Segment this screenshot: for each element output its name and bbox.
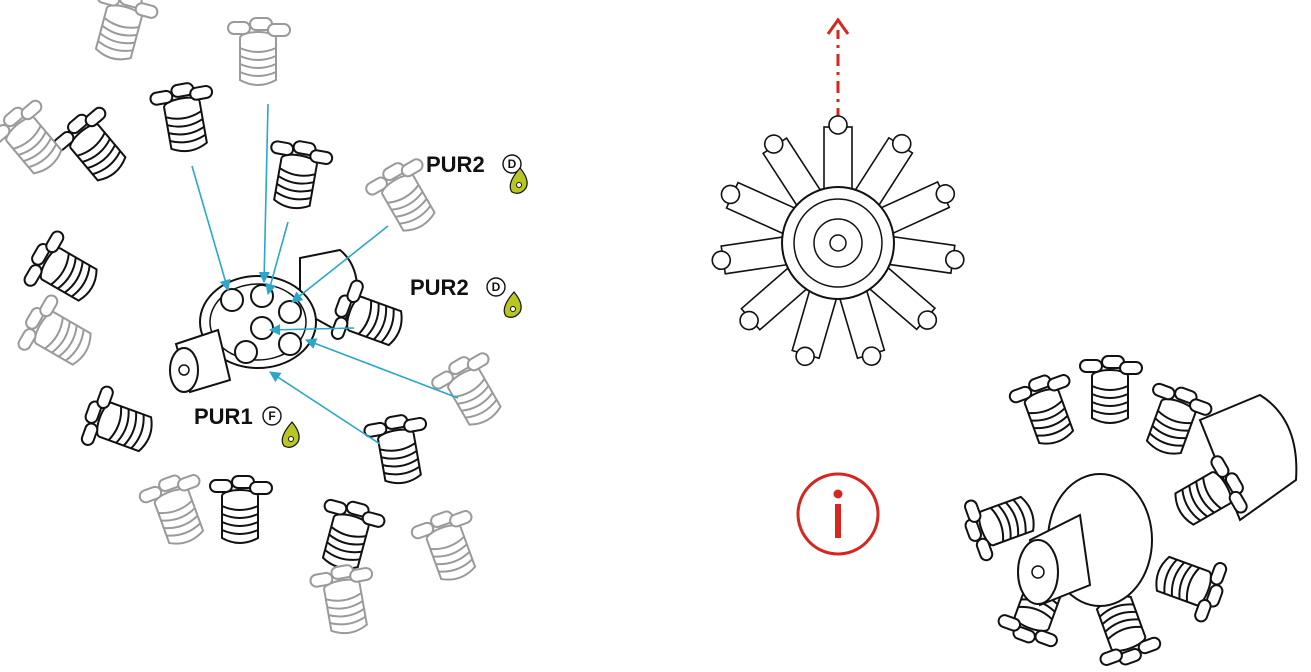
- label-pur2-mid: PUR2 D: [410, 275, 522, 318]
- label-pur2-top: PUR2 D: [426, 152, 528, 194]
- front-view: [711, 17, 965, 367]
- info-icon: [796, 472, 880, 556]
- badge-d-top: D: [508, 157, 517, 171]
- badge-circle: [502, 154, 522, 174]
- assembled-view: [956, 355, 1298, 672]
- leader-lines: [191, 103, 459, 445]
- label-pur2-top-text: PUR2: [426, 152, 485, 177]
- up-arrow-icon: [826, 17, 850, 35]
- exploded-view: [0, 0, 517, 639]
- glue-drop-icon: [503, 291, 522, 318]
- label-pur1: PUR1 F: [194, 404, 300, 448]
- label-pur1-text: PUR1: [194, 404, 253, 429]
- badge-d-mid: D: [492, 280, 501, 294]
- badge-circle: [486, 277, 506, 297]
- glue-drop-icon: [281, 421, 300, 448]
- label-pur2-mid-text: PUR2: [410, 275, 469, 300]
- badge-f: F: [268, 409, 275, 423]
- badge-circle: [262, 406, 282, 426]
